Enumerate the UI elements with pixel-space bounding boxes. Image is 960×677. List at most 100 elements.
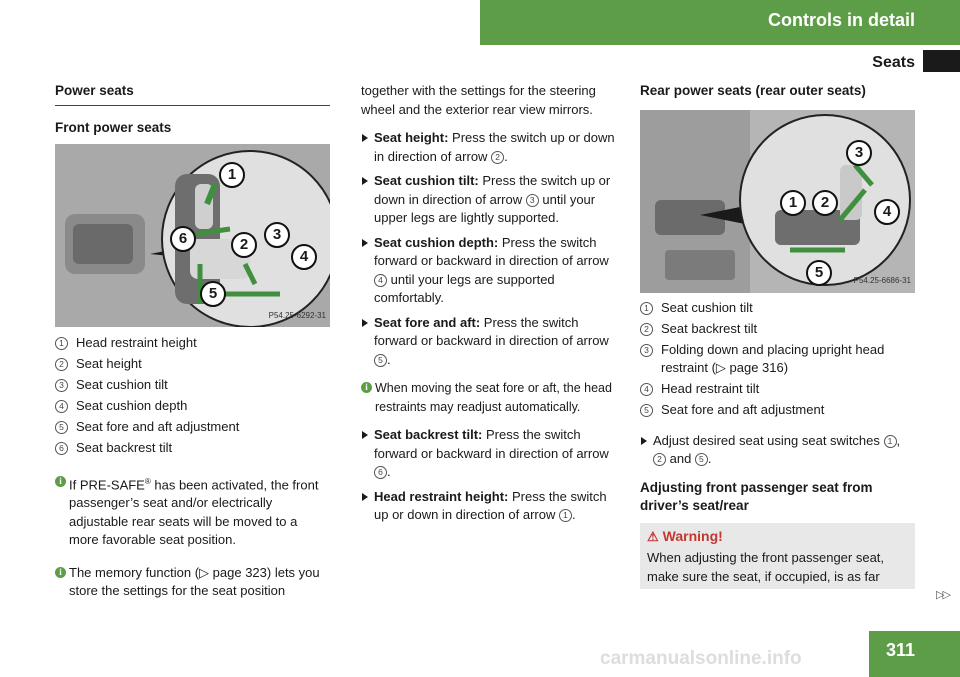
callout-5: 5 bbox=[806, 259, 832, 286]
step-label: Seat cushion tilt: bbox=[374, 173, 479, 188]
page-ref-arrow-icon: ▷ bbox=[715, 360, 726, 375]
callout-1: 1 bbox=[219, 162, 245, 188]
column-2: together with the settings for the steer… bbox=[361, 82, 623, 531]
front-seat-switch-figure: 1 2 3 4 5 6 P54.25-6292-31 bbox=[55, 144, 330, 327]
front-power-seats-heading: Front power seats bbox=[55, 119, 172, 135]
number-badge: 4 bbox=[55, 400, 68, 413]
legend-text: page 316) bbox=[725, 360, 789, 375]
legend-text: Head restraint tilt bbox=[661, 381, 760, 396]
rear-seat-switch-figure: 1 2 3 4 5 P54.25-6686-31 bbox=[640, 109, 915, 293]
step-item: Seat cushion tilt: Press the switch up o… bbox=[361, 172, 623, 228]
warning-title: Warning! bbox=[662, 527, 723, 544]
step-text: Press the switch up or down in direction… bbox=[374, 173, 611, 207]
step-text: Adjust desired seat using seat switches bbox=[653, 432, 884, 448]
legend-item: 2 Seat height bbox=[55, 355, 330, 374]
callout-5: 5 bbox=[200, 281, 226, 307]
warning-box: ⚠Warning! When adjusting the front passe… bbox=[640, 522, 915, 589]
header-bar bbox=[480, 0, 960, 45]
legend-text: Seat fore and aft adjustment bbox=[76, 419, 240, 434]
step-text: . bbox=[571, 507, 576, 522]
legend-text: Head restraint height bbox=[76, 335, 197, 350]
number-badge: 2 bbox=[640, 322, 653, 336]
chapter-title: Controls in detail bbox=[767, 10, 915, 30]
number-badge: 5 bbox=[694, 453, 708, 466]
info-pre-safe: i If PRE-SAFE® has been activated, the f… bbox=[55, 473, 330, 550]
step-label: Head restraint height: bbox=[374, 488, 509, 504]
step-text: and bbox=[666, 451, 695, 466]
continue-icon: ▷▷ bbox=[936, 589, 951, 601]
info-text: When moving the seat fore or aft, the he… bbox=[375, 381, 612, 414]
power-seats-heading: Power seats bbox=[55, 82, 330, 106]
info-text: The memory function ( bbox=[69, 564, 200, 580]
step-item: Adjust desired seat using seat switches … bbox=[640, 432, 915, 469]
legend-text: Seat cushion tilt bbox=[76, 377, 168, 392]
legend-text: Folding down and placing upright head re… bbox=[661, 341, 885, 376]
step-text: Press the switch up or down in direction… bbox=[374, 130, 615, 164]
number-badge: 4 bbox=[640, 383, 653, 396]
step-label: Seat backrest tilt: bbox=[374, 427, 483, 442]
legend-item: 4 Head restraint tilt bbox=[640, 380, 915, 399]
callout-1: 1 bbox=[780, 189, 806, 216]
callout-3: 3 bbox=[846, 139, 872, 166]
number-badge: 5 bbox=[55, 421, 68, 434]
number-badge: 3 bbox=[640, 343, 653, 357]
step-item: Head restraint height: Press the switch … bbox=[361, 488, 623, 525]
info-text: has been activated, the front passenger’… bbox=[69, 476, 319, 548]
figure-code: P54.25-6686-31 bbox=[853, 276, 911, 285]
step-text: until your legs are supported comfortabl… bbox=[374, 271, 555, 306]
number-badge: 3 bbox=[525, 193, 539, 207]
warning-text: When adjusting the front passenger seat,… bbox=[647, 550, 885, 584]
front-passenger-seat-heading: Adjusting front passenger seat from driv… bbox=[640, 479, 873, 514]
legend-item: 1 Head restraint height bbox=[55, 334, 330, 353]
step-text: Press the switch up or down in direction… bbox=[374, 488, 607, 523]
rear-seat-switch-illustration bbox=[640, 109, 915, 293]
step-text: . bbox=[387, 464, 391, 479]
info-memory-function: i The memory function (▷ page 323) lets … bbox=[55, 564, 330, 601]
legend-text: Seat backrest tilt bbox=[76, 440, 173, 455]
number-badge: 4 bbox=[374, 273, 387, 287]
callout-4: 4 bbox=[291, 244, 317, 270]
number-badge: 2 bbox=[653, 453, 666, 466]
step-text: . bbox=[504, 148, 508, 164]
number-badge: 6 bbox=[55, 442, 68, 455]
step-text: , bbox=[896, 432, 901, 448]
number-badge: 2 bbox=[55, 358, 68, 371]
callout-2: 2 bbox=[231, 232, 257, 258]
legend-item: 4 Seat cushion depth bbox=[55, 397, 330, 416]
info-icon: i bbox=[361, 382, 372, 393]
info-text: page 323) lets you store the settings fo… bbox=[69, 564, 320, 599]
step-text: Press the switch forward or backward in … bbox=[374, 427, 609, 461]
callout-6: 6 bbox=[170, 226, 196, 252]
number-badge: 5 bbox=[374, 353, 387, 367]
page-number: 311 bbox=[885, 640, 915, 660]
step-item: Seat cushion depth: Press the switch for… bbox=[361, 234, 623, 308]
legend-item: 3 Folding down and placing upright head r… bbox=[640, 341, 915, 378]
legend-text: Seat height bbox=[76, 356, 142, 371]
front-seat-steps: Seat height: Press the switch up or down… bbox=[361, 129, 623, 369]
step-item: Seat height: Press the switch up or down… bbox=[361, 129, 623, 166]
watermark: carmanualsonline.info bbox=[600, 648, 802, 669]
column-1: Power seats Front power seats 1 2 3 4 5 … bbox=[55, 82, 330, 601]
section-marker bbox=[923, 50, 960, 72]
number-badge: 1 bbox=[55, 337, 68, 350]
legend-item: 5 Seat fore and aft adjustment bbox=[55, 418, 330, 437]
step-text: . bbox=[387, 351, 391, 367]
figure-code: P54.25-6292-31 bbox=[268, 310, 326, 320]
step-text: Press the switch forward or backward in … bbox=[374, 234, 609, 269]
step-label: Seat cushion depth: bbox=[374, 234, 499, 250]
number-badge: 5 bbox=[640, 404, 653, 417]
info-text: If PRE-SAFE bbox=[69, 476, 145, 492]
front-seat-steps-2: Seat backrest tilt: Press the switch for… bbox=[361, 426, 623, 525]
legend-text: Seat cushion depth bbox=[76, 398, 188, 413]
legend-item: 6 Seat backrest tilt bbox=[55, 439, 330, 458]
rear-power-seats-heading: Rear power seats (rear outer seats) bbox=[640, 83, 866, 98]
page-number-box bbox=[869, 631, 960, 677]
step-text: Press the switch forward or backward in … bbox=[374, 314, 609, 349]
number-badge: 2 bbox=[491, 150, 505, 164]
step-item: Seat fore and aft: Press the switch forw… bbox=[361, 314, 623, 370]
